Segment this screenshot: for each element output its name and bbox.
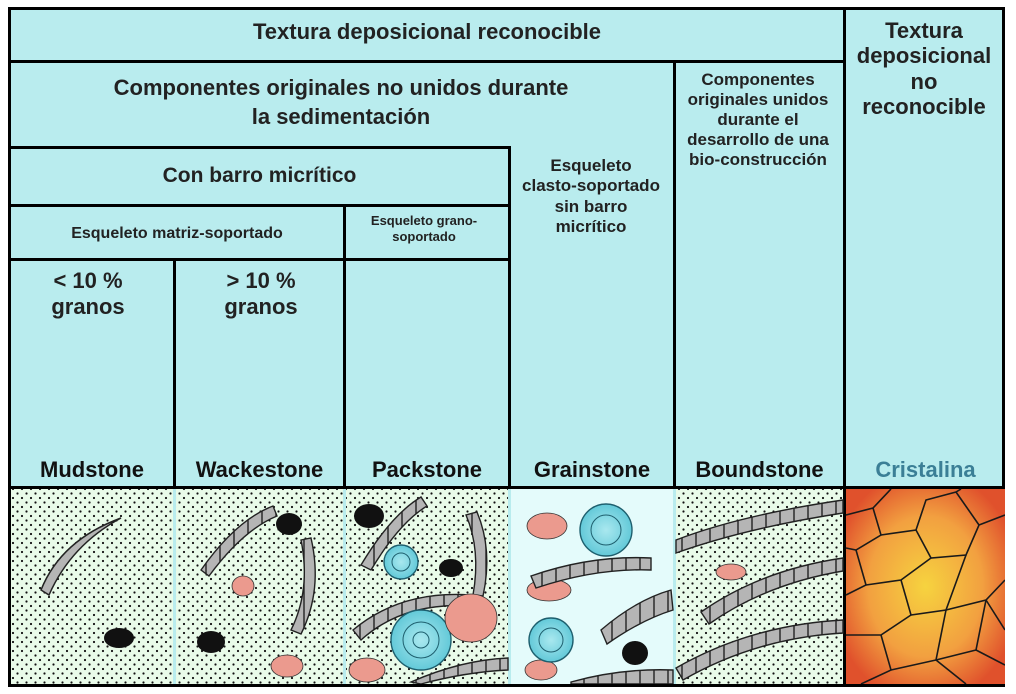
wackestone-texture (176, 489, 343, 684)
peloid-icon (445, 594, 497, 642)
peloid-icon (527, 513, 567, 539)
texture-illustrations (11, 10, 1005, 684)
crystalline-texture (846, 489, 1005, 684)
peloid-icon (232, 576, 254, 596)
black-grain-icon (354, 504, 384, 528)
peloid-icon (349, 658, 385, 682)
grainstone-texture (511, 489, 673, 684)
boundstone-texture (676, 489, 843, 684)
ooid-icon (391, 610, 451, 670)
peloid-icon (716, 564, 746, 580)
black-grain-icon (622, 641, 648, 665)
mudstone-texture (11, 489, 173, 684)
peloid-icon (271, 655, 303, 677)
ooid-icon (580, 504, 632, 556)
ooid-icon (384, 545, 418, 579)
peloid-icon (525, 660, 557, 680)
black-grain-icon (104, 628, 134, 648)
ooid-icon (529, 618, 573, 662)
black-grain-icon (276, 513, 302, 535)
packstone-texture (346, 489, 508, 684)
black-grain-icon (439, 559, 463, 577)
classification-table: Textura deposicional reconocible Textura… (8, 7, 1005, 687)
black-grain-icon (197, 631, 225, 653)
